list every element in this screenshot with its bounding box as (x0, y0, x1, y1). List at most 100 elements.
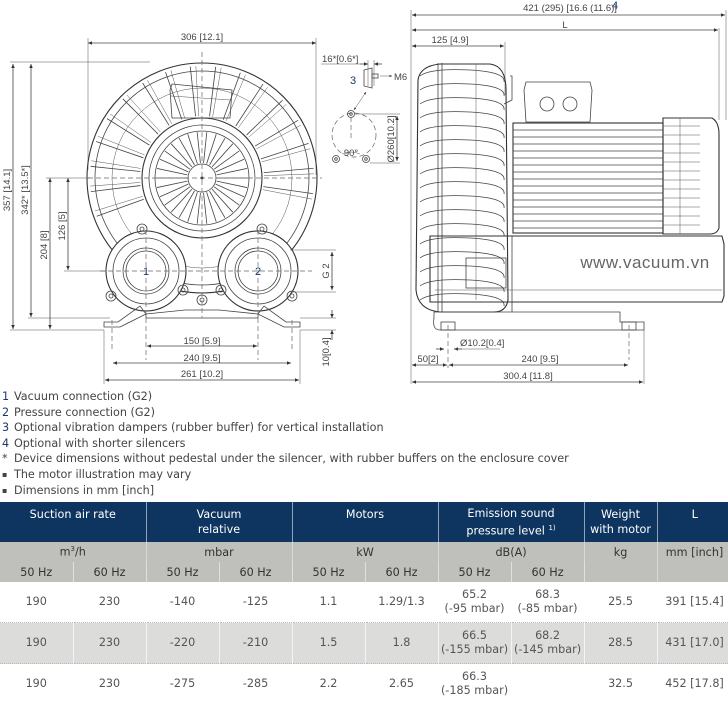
housing-rib (91, 186, 141, 192)
cell-motor-60: 1.29/1.3 (365, 582, 438, 623)
housing-fin (420, 98, 504, 110)
housing-rib (236, 84, 263, 126)
dim-foot-10: 10[0.4] (321, 337, 332, 366)
housing-fin (420, 168, 504, 180)
legend-marker: 4 (2, 436, 14, 452)
housing-rib (247, 100, 283, 135)
dim-span-150: 150 [5.9] (184, 336, 221, 347)
dim-damper-diameter: Ø260[10.2] (386, 115, 397, 162)
dim-length-421: 421 (295) [16.6 (11.6)] (523, 3, 617, 14)
cell-vacuum-50: -140 (146, 582, 219, 623)
housing-rib (249, 104, 287, 137)
unit-row: m3/h mbar kW dB(A) kg mm [inch] (0, 542, 728, 562)
unit-weight: kg (584, 542, 657, 582)
cell-suction-60: 230 (73, 623, 146, 664)
bullet-icon: ▪ (2, 483, 14, 499)
bullet-icon: ▪ (2, 467, 14, 483)
cell-suction-60: 230 (73, 582, 146, 623)
cell-vacuum-60: -210 (219, 623, 292, 664)
cell-weight: 25.5 (584, 582, 657, 623)
dim-span-240: 240 [9.5] (184, 353, 221, 364)
legend-text: Pressure connection (G2) (14, 405, 155, 421)
callout-1: 1 (143, 266, 149, 278)
housing-rib (213, 68, 222, 117)
sound-value: 66.5 (439, 629, 511, 643)
footnote-marker: 1) (548, 524, 555, 532)
housing-fin (420, 140, 504, 152)
housing-fin (420, 238, 504, 250)
freq-cell: 50 Hz (292, 562, 365, 582)
front-view: 306 [12.1] (2, 32, 336, 384)
housing-rib (96, 142, 143, 158)
dim-hole-diameter: Ø10.2[0.4] (460, 338, 504, 349)
freq-cell: 50 Hz (438, 562, 511, 582)
legend-text: Dimensions in mm [inch] (14, 483, 154, 499)
header-weight: Weight with motor (584, 502, 657, 542)
legend-item: *Device dimensions without pedestal unde… (2, 451, 722, 467)
housing-rib (257, 125, 301, 149)
dim-span-261: 261 [10.2] (181, 369, 223, 380)
sound-value: 68.3 (512, 588, 584, 602)
callout-3: 3 (350, 75, 356, 87)
unit-length: mm [inch] (657, 542, 728, 582)
housing-rib (264, 174, 314, 176)
legend-text: Optional vibration dampers (rubber buffe… (14, 420, 384, 436)
unit-motors: kW (292, 542, 438, 562)
sound-value: 68.2 (512, 629, 584, 643)
watermark: www.vacuum.vn (579, 253, 709, 272)
housing-fin (420, 126, 504, 138)
side-view: 421 (295) [16.6 (11.6)] 4 L 125 [4.9] (411, 0, 726, 384)
damper-detail: 16*[0.6*] 3 M6 90° Ø260[10.2] (321, 54, 407, 163)
dim-span-240-side: 240 [9.5] (522, 354, 559, 365)
cell-motor-50: 1.1 (292, 582, 365, 623)
unit-vacuum: mbar (146, 542, 292, 562)
housing-rib (127, 95, 161, 132)
header-vacuum: Vacuum relative (146, 502, 292, 542)
housing-rib (255, 120, 298, 146)
dim-length-L: L (562, 20, 567, 31)
dim-span-300: 300.4 [11.8] (503, 371, 552, 382)
legend-marker: 2 (2, 405, 14, 421)
motor-fins (513, 130, 663, 228)
freq-cell: 50 Hz (0, 562, 73, 582)
housing-rib (238, 87, 267, 128)
sound-value: 65.2 (439, 588, 511, 602)
cell-vacuum-50: -220 (146, 623, 219, 664)
housing-fin (420, 84, 504, 96)
legend-marker: * (2, 451, 14, 467)
cell-vacuum-60: -125 (219, 582, 292, 623)
dim-width-306: 306 [12.1] (181, 32, 223, 43)
cell-suction-50: 190 (0, 623, 73, 664)
legend-marker: 3 (2, 420, 14, 436)
sound-value: 66.3 (439, 670, 511, 684)
housing-rib (95, 196, 143, 211)
legend-text: Vacuum connection (G2) (14, 389, 152, 405)
cell-suction-50: 190 (0, 582, 73, 623)
header-row: Suction air rate Vacuum relative Motors … (0, 502, 728, 542)
cell-length: 391 [15.4] (657, 582, 728, 623)
legend-text: The motor illustration may vary (14, 467, 191, 483)
header-sound: Emission sound pressure level 1) (438, 502, 584, 542)
housing-rib (196, 66, 199, 116)
housing-fin (420, 196, 504, 208)
sound-condition: (-85 mbar) (512, 602, 584, 616)
housing-rib (263, 187, 313, 194)
housing-rib (263, 190, 312, 199)
dim-height-204: 204 [8] (39, 230, 50, 259)
spec-table: Suction air rate Vacuum relative Motors … (0, 502, 728, 704)
housing-rib (107, 119, 149, 145)
cell-sound-50: 65.2(-95 mbar) (438, 582, 511, 623)
sound-condition: (-155 mbar) (439, 643, 511, 657)
housing-rib (97, 199, 144, 216)
housing-rib (190, 67, 195, 117)
fan-cover-fins (663, 118, 700, 234)
freq-cell: 60 Hz (511, 562, 584, 582)
